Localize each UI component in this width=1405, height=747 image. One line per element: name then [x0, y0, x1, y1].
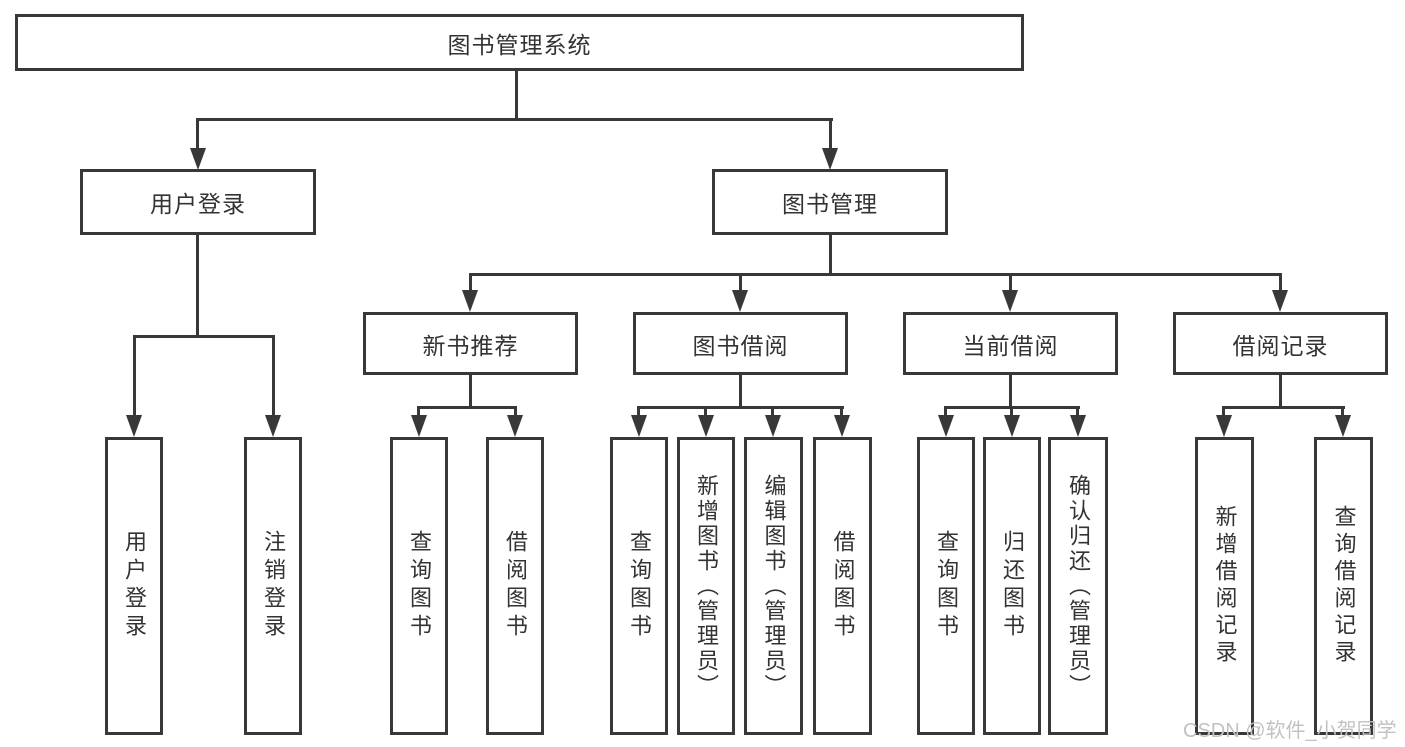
connector-current-borrow-stem [1009, 375, 1012, 406]
leaf-cb-confirm-return: 确认归还（管理员） [1048, 437, 1108, 735]
connector-current-borrow-drop-2 [1010, 406, 1013, 416]
connector-book-borrow-drop-3 [771, 406, 774, 416]
leaf-nb-borrow-books: 借阅图书 [486, 437, 544, 735]
arrowhead-br-add [1216, 415, 1232, 437]
connector-user-login-stem [196, 235, 199, 335]
connector-book-borrow-drop-4 [840, 406, 843, 416]
leaf-br-query-record-label: 查询借阅记录 [1331, 505, 1357, 667]
leaf-bb-borrow-books-label: 借阅图书 [830, 530, 856, 642]
connector-book-mgmt-drop-2 [739, 273, 742, 291]
node-book-mgmt-label: 图书管理 [782, 191, 878, 217]
arrowhead-logout-action [265, 415, 281, 437]
connector-book-mgmt-bar [469, 273, 1282, 276]
connector-user-login-drop-2 [272, 335, 275, 415]
arrowhead-bb-add [698, 415, 714, 437]
connector-book-borrow-bar [637, 406, 844, 409]
connector-user-login-drop-1 [133, 335, 136, 415]
arrowhead-cb-confirm [1070, 415, 1086, 437]
arrowhead-bb-edit [765, 415, 781, 437]
arrowhead-user-login-action [126, 415, 142, 437]
connector-borrow-records-stem [1279, 375, 1282, 406]
leaf-user-login-action: 用户登录 [105, 437, 163, 735]
leaf-br-add-record-label: 新增借阅记录 [1212, 505, 1238, 667]
leaf-user-login-action-label: 用户登录 [122, 530, 147, 642]
node-book-mgmt: 图书管理 [712, 169, 948, 235]
connector-book-borrow-drop-2 [704, 406, 707, 416]
connector-root-drop-left [196, 118, 199, 148]
leaf-br-query-record: 查询借阅记录 [1314, 437, 1373, 735]
node-borrow-records-label: 借阅记录 [1232, 332, 1329, 359]
node-book-borrow: 图书借阅 [633, 312, 848, 375]
connector-current-borrow-drop-3 [1076, 406, 1079, 416]
leaf-cb-query-books-label: 查询图书 [934, 530, 959, 642]
node-user-login: 用户登录 [80, 169, 316, 235]
connector-borrow-records-drop-1 [1222, 406, 1225, 416]
connector-borrow-records-drop-2 [1341, 406, 1344, 416]
node-book-borrow-label: 图书借阅 [692, 332, 789, 359]
node-root: 图书管理系统 [15, 14, 1024, 71]
leaf-bb-borrow-books: 借阅图书 [813, 437, 872, 735]
connector-borrow-records-bar [1222, 406, 1345, 409]
leaf-logout-action-label: 注销登录 [261, 530, 286, 642]
connector-root-drop-right [829, 118, 832, 148]
connector-current-borrow-drop-1 [944, 406, 947, 416]
leaf-cb-query-books: 查询图书 [917, 437, 975, 735]
leaf-bb-add-books: 新增图书（管理员） [677, 437, 735, 735]
arrowhead-new-books [462, 290, 478, 312]
connector-book-borrow-stem [739, 375, 742, 406]
connector-book-borrow-drop-1 [637, 406, 640, 416]
arrowhead-cb-query [938, 415, 954, 437]
arrowhead-nb-query [411, 415, 427, 437]
leaf-bb-query-books: 查询图书 [610, 437, 668, 735]
connector-book-mgmt-drop-1 [469, 273, 472, 291]
connector-new-books-stem [469, 375, 472, 406]
connector-new-books-drop-1 [417, 406, 420, 416]
leaf-bb-add-books-label: 新增图书（管理员） [694, 473, 719, 699]
arrowhead-current-borrow [1002, 290, 1018, 312]
arrowhead-nb-borrow [507, 415, 523, 437]
leaf-logout-action: 注销登录 [244, 437, 302, 735]
arrowhead-user-login [190, 148, 206, 170]
csdn-watermark: CSDN @软件_小贺同学 [1183, 720, 1397, 742]
arrowhead-bb-query [631, 415, 647, 437]
leaf-nb-query-books-label: 查询图书 [407, 530, 432, 642]
node-root-label: 图书管理系统 [447, 31, 592, 58]
arrowhead-br-query [1335, 415, 1351, 437]
leaf-br-add-record: 新增借阅记录 [1195, 437, 1254, 735]
arrowhead-borrow-records [1272, 290, 1288, 312]
connector-root-stem [515, 71, 518, 118]
connector-new-books-drop-2 [514, 406, 517, 416]
leaf-bb-edit-books: 编辑图书（管理员） [744, 437, 803, 735]
node-user-login-label: 用户登录 [150, 191, 246, 217]
arrowhead-bb-borrow [834, 415, 850, 437]
leaf-bb-query-books-label: 查询图书 [627, 530, 652, 642]
connector-root-bar [196, 118, 833, 121]
arrowhead-book-mgmt [822, 148, 838, 170]
leaf-cb-confirm-return-label: 确认归还（管理员） [1066, 473, 1091, 699]
connector-user-login-bar [133, 335, 275, 338]
leaf-nb-borrow-books-label: 借阅图书 [503, 530, 528, 642]
connector-book-mgmt-drop-4 [1279, 273, 1282, 291]
leaf-cb-return-books-label: 归还图书 [1000, 530, 1025, 642]
arrowhead-cb-return [1004, 415, 1020, 437]
connector-book-mgmt-stem [829, 235, 832, 273]
connector-new-books-bar [417, 406, 517, 409]
connector-book-mgmt-drop-3 [1009, 273, 1012, 291]
node-new-books: 新书推荐 [363, 312, 578, 375]
node-borrow-records: 借阅记录 [1173, 312, 1388, 375]
leaf-bb-edit-books-label: 编辑图书（管理员） [761, 473, 787, 699]
leaf-nb-query-books: 查询图书 [390, 437, 448, 735]
arrowhead-book-borrow [732, 290, 748, 312]
node-new-books-label: 新书推荐 [422, 332, 519, 359]
node-current-borrow-label: 当前借阅 [962, 332, 1059, 359]
node-current-borrow: 当前借阅 [903, 312, 1118, 375]
leaf-cb-return-books: 归还图书 [983, 437, 1041, 735]
